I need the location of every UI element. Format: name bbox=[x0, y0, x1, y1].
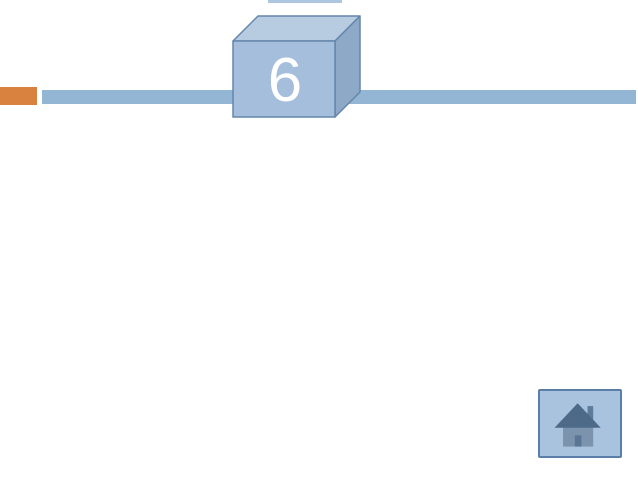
home-button[interactable] bbox=[538, 389, 622, 458]
house-roof-icon-part bbox=[554, 403, 601, 428]
house-door-icon-part bbox=[574, 435, 582, 447]
number-cube[interactable]: 6 bbox=[230, 12, 364, 120]
cube-front-face bbox=[232, 40, 336, 118]
bar-accent-segment bbox=[0, 87, 37, 105]
cube-number-label: 6 bbox=[268, 46, 302, 115]
cropped-shape-top-edge bbox=[268, 0, 342, 3]
house-chimney-icon-part bbox=[587, 406, 594, 422]
home-icon bbox=[554, 403, 601, 447]
